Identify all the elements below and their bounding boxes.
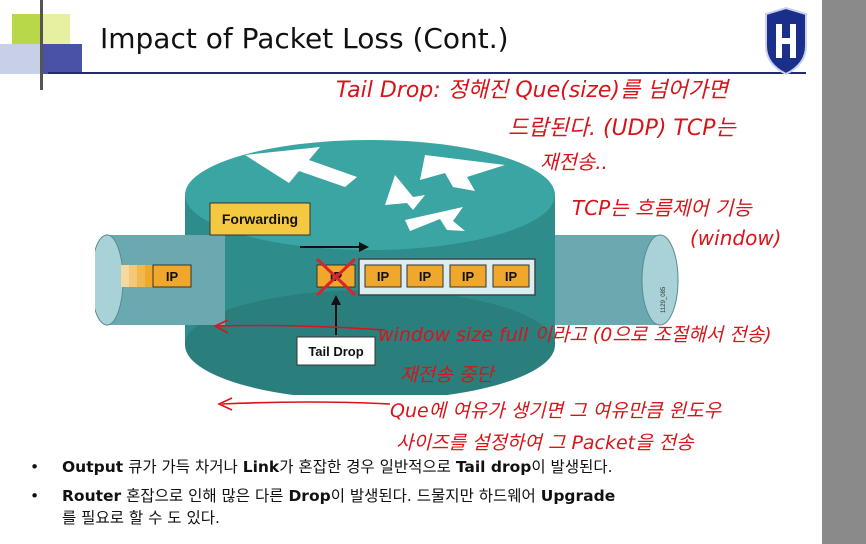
queue-packet-1: IP	[377, 269, 390, 284]
router-arrows	[245, 147, 505, 231]
figure-id: 1129_085	[661, 286, 667, 313]
bullet-text: Output 큐가 가득 차거나 Link가 혼잡한 경우 일반적으로 Tail…	[62, 458, 613, 476]
tail-drop-pointer	[331, 295, 341, 335]
outgoing-pipe	[540, 234, 679, 326]
annotation-line-9: 사이즈를 설정하여 그 Packet을 전송	[396, 432, 694, 454]
incoming-pipe: IP	[95, 234, 225, 326]
bullet-text: 를 필요로 할 수 도 있다.	[62, 509, 220, 527]
forwarding-label: Forwarding	[222, 211, 298, 227]
router-diagram: IP Forwarding IP IP IP IP IP Tail Drop	[95, 140, 679, 395]
bullet-dot: •	[30, 487, 40, 505]
forwarding-arrow	[300, 242, 369, 252]
annotation-line-3: 재전송..	[540, 150, 608, 174]
page-title: Impact of Packet Loss (Cont.)	[100, 22, 509, 55]
right-sidebar	[822, 0, 866, 544]
annotation-line-7: 재전송 중단	[400, 364, 494, 386]
shield-logo-icon	[765, 6, 807, 76]
queue-packets: IP IP IP IP	[364, 264, 530, 288]
bullet-dot: •	[30, 458, 40, 476]
annotation-line-6: window size full 이라고 (0으로 조절해서 전송)	[378, 324, 772, 346]
tail-drop-label: Tail Drop	[308, 344, 363, 359]
annotation-line-5: (window)	[690, 226, 782, 250]
incoming-packet-label: IP	[166, 269, 179, 284]
queue-packet-4: IP	[505, 269, 518, 284]
annotation-arrows	[213, 319, 391, 411]
tail-drop-box: Tail Drop	[296, 336, 376, 366]
bullet-text: Router 혼잡으로 인해 많은 다른 Drop이 발생된다. 드물지만 하드…	[62, 487, 616, 505]
annotation-line-8: Que에 여유가 생기면 그 여유만큼 윈도우	[390, 400, 722, 422]
title-divider	[48, 72, 806, 74]
annotation-line-2: 드랍된다. (UDP) TCP는	[508, 116, 736, 141]
queue-packet-3: IP	[462, 269, 475, 284]
dropped-packet: IP	[315, 257, 357, 297]
header-decoration	[0, 0, 90, 90]
forwarding-box: Forwarding	[209, 202, 311, 236]
annotation-line-1: Tail Drop: 정해진 Que(size)를 넘어가면	[336, 78, 729, 103]
queue-packet-2: IP	[419, 269, 432, 284]
annotation-line-4: TCP는 흐름제어 기능	[572, 196, 752, 220]
